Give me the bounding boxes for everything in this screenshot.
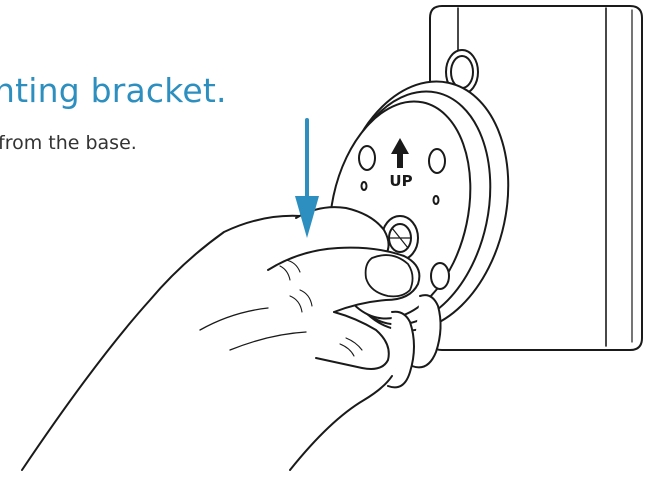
screw-hole-icon [431,263,449,289]
up-label: UP [389,172,412,190]
screw-hole-icon [359,146,375,170]
screw-hole-icon [429,149,445,173]
hand-illustration [22,207,441,470]
